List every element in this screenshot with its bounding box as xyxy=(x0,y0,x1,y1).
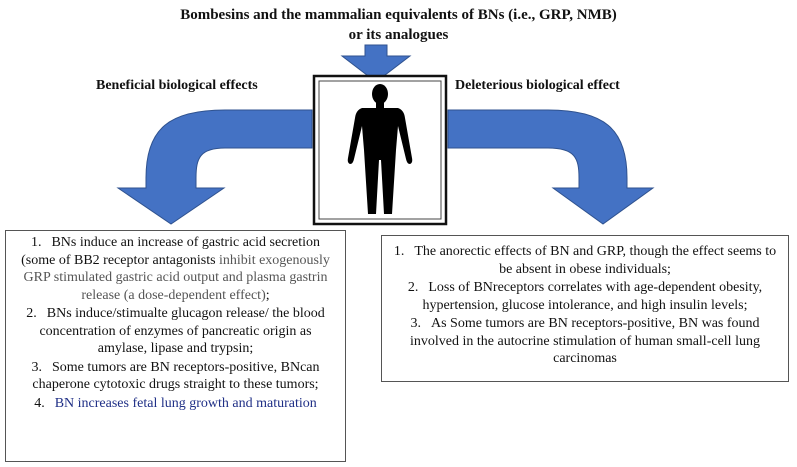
item-number: 3. xyxy=(410,316,421,331)
right-curved-arrow xyxy=(447,109,655,225)
down-arrow xyxy=(340,44,412,83)
item-number: 2. xyxy=(26,306,37,321)
beneficial-label: Beneficial biological effects xyxy=(96,78,258,93)
item-text: As Some tumors are BN receptors-positive… xyxy=(410,316,760,366)
item-text: BNs induce/stimualte glucagon release/ t… xyxy=(39,306,325,356)
item-number: 3. xyxy=(31,359,43,375)
deleterious-effects-list: 1. The anorectic effects of BN and GRP, t… xyxy=(390,243,780,368)
beneficial-effect-item: 2.BNs induce/stimualte glucagon release/… xyxy=(14,305,337,358)
item-text: Loss of BNreceptors correlates with age-… xyxy=(422,280,763,313)
title-line-1: Bombesins and the mammalian equivalents … xyxy=(180,7,617,23)
item-number: 4. xyxy=(34,395,45,411)
beneficial-effects-box: 1.BNs induce an increase of gastric acid… xyxy=(5,230,346,462)
item-text: inhibit exogenously GRP stimulated gastr… xyxy=(23,252,330,303)
beneficial-effects-list: 1.BNs induce an increase of gastric acid… xyxy=(14,234,337,412)
item-number: 1. xyxy=(30,235,42,250)
deleterious-label: Deleterious biological effect xyxy=(455,78,620,93)
deleterious-effect-item: 1. The anorectic effects of BN and GRP, t… xyxy=(390,243,780,278)
beneficial-effect-item: 3.Some tumors are BN receptors-positive,… xyxy=(14,359,337,394)
item-number: 2. xyxy=(407,280,419,295)
title-line-2: or its analogues xyxy=(348,27,449,43)
item-number: 1. xyxy=(393,244,405,259)
item-text: ; xyxy=(265,287,270,303)
item-text: Some tumors are BN receptors-positive, B… xyxy=(32,359,320,393)
left-curved-arrow xyxy=(116,109,313,225)
item-text: BNs induce an increase of gastric acid s… xyxy=(21,235,321,268)
diagram-title: Bombesins and the mammalian equivalents … xyxy=(0,5,797,45)
beneficial-effect-item: 4. BN increases fetal lung growth and mat… xyxy=(14,395,337,413)
item-text: BN increases fetal lung growth and matur… xyxy=(54,395,317,411)
deleterious-effect-item: 3.As Some tumors are BN receptors-positi… xyxy=(390,315,780,368)
item-text: The anorectic effects of BN and GRP, tho… xyxy=(414,244,777,277)
deleterious-effect-item: 2.Loss of BNreceptors correlates with ag… xyxy=(390,279,780,314)
deleterious-effects-box: 1. The anorectic effects of BN and GRP, t… xyxy=(381,235,789,382)
beneficial-effect-item: 1.BNs induce an increase of gastric acid… xyxy=(14,234,337,304)
human-silhouette-icon xyxy=(347,84,413,214)
